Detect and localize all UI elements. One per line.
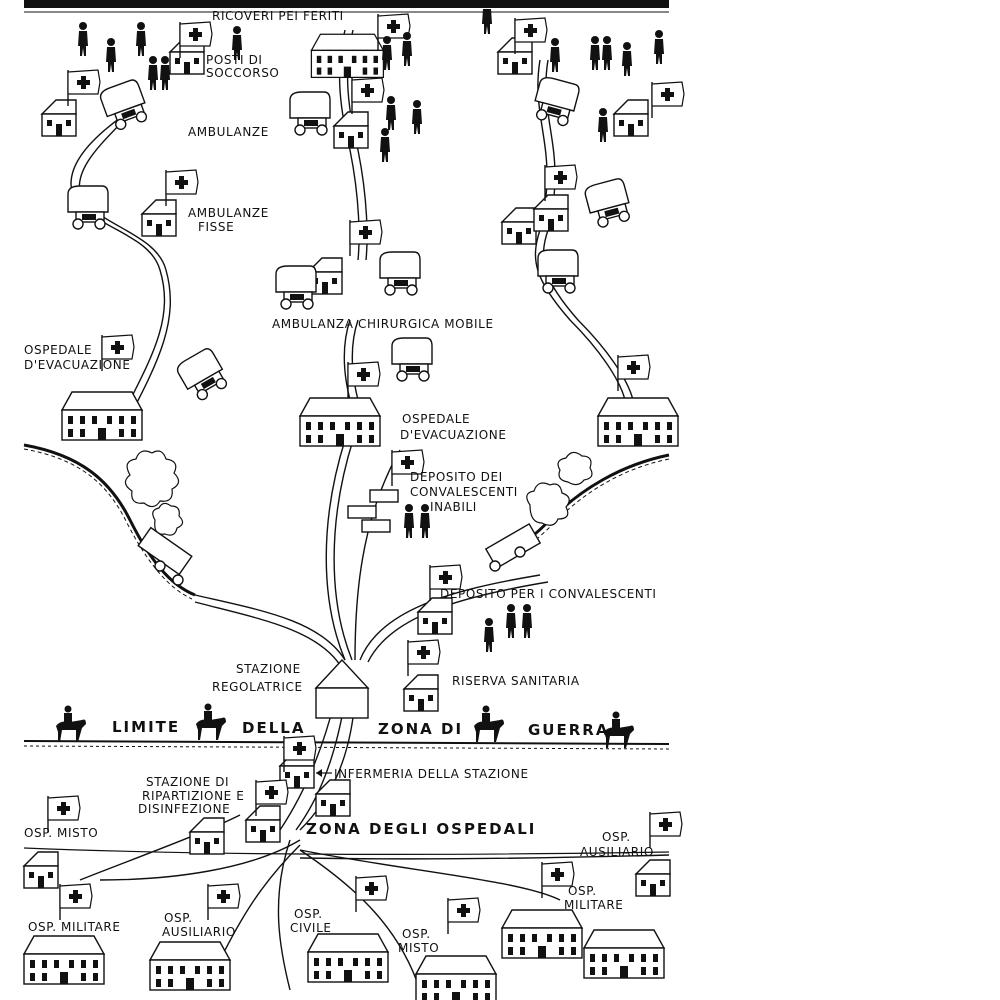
label-della: DELLA: [242, 719, 305, 737]
hospital-zone-boundary: [23, 847, 670, 855]
label-riserva: RISERVA SANITARIA: [452, 674, 580, 688]
label-osp-ausiliario-left-1: OSP.: [164, 911, 193, 925]
infermeria-arrow: [316, 769, 332, 777]
label-limite: LIMITE: [112, 718, 180, 736]
top-border: [24, 0, 669, 13]
label-ripartizione-2: RIPARTIZIONE E: [142, 789, 244, 803]
label-osp-evac-left-2: D'EVACUAZIONE: [24, 358, 131, 372]
label-osp-ausiliario-right-1: OSP.: [602, 830, 631, 844]
label-osp-militare-right-2: MILITARE: [564, 898, 623, 912]
label-zona-ospedali: ZONA DEGLI OSPEDALI: [306, 820, 536, 838]
label-posti-1: POSTI DI: [206, 53, 263, 67]
label-osp-civile-1: OSP.: [294, 907, 323, 921]
label-ambulanze-fisse-2: FISSE: [198, 220, 234, 234]
label-guerra: GUERRA: [528, 721, 609, 739]
war-zone-boundary: [23, 740, 670, 750]
label-ripartizione-1: STAZIONE DI: [146, 775, 229, 789]
railways: [23, 443, 670, 600]
label-osp-evac-left-1: OSPEDALE: [24, 343, 92, 357]
label-osp-misto-center-1: OSP.: [402, 927, 431, 941]
locomotive-right: [484, 451, 593, 572]
label-ambulanza-chirurgica: AMBULANZA CHIRURGICA MOBILE: [272, 317, 494, 331]
label-ripartizione-3: DISINFEZIONE: [138, 802, 230, 816]
locomotive-left: [124, 450, 193, 586]
label-deposito-dei-2: CONVALESCENTI: [410, 485, 518, 499]
label-ambulanze-fisse-1: AMBULANZE: [188, 206, 269, 220]
label-infermeria: INFERMERIA DELLA STAZIONE: [334, 767, 529, 781]
label-stazione-reg-2: REGOLATRICE: [212, 680, 303, 694]
label-ricoveri: RICOVERI PEI FERITI: [212, 9, 344, 23]
label-osp-evac-center-1: OSPEDALE: [402, 412, 470, 426]
label-zona-di: ZONA DI: [378, 720, 463, 738]
label-deposito-dei-3: INABILI: [430, 500, 477, 514]
label-osp-militare-right-1: OSP.: [568, 884, 597, 898]
map-labels: RICOVERI PEI FERITI POSTI DI SOCCORSO AM…: [24, 9, 657, 955]
label-deposito-per: DEPOSITO PER I CONVALESCENTI: [440, 587, 657, 601]
label-osp-misto-center-2: MISTO: [398, 941, 439, 955]
road-network: [70, 29, 670, 991]
label-osp-evac-center-2: D'EVACUAZIONE: [400, 428, 507, 442]
label-osp-civile-2: CIVILE: [290, 921, 332, 935]
label-osp-militare-left: OSP. MILITARE: [28, 920, 121, 934]
label-osp-ausiliario-left-2: AUSILIARIO: [162, 925, 236, 939]
label-stazione-reg-1: STAZIONE: [236, 662, 301, 676]
label-ambulanze: AMBULANZE: [188, 125, 269, 139]
label-deposito-dei-1: DEPOSITO DEI: [410, 470, 503, 484]
buildings: [23, 13, 685, 1000]
small-barracks: [347, 489, 399, 533]
label-osp-ausiliario-right-2: AUSILIARIO: [580, 845, 654, 859]
label-posti-2: SOCCORSO: [206, 66, 279, 80]
regulating-station: [314, 658, 370, 719]
label-osp-misto-left: OSP. MISTO: [24, 826, 98, 840]
